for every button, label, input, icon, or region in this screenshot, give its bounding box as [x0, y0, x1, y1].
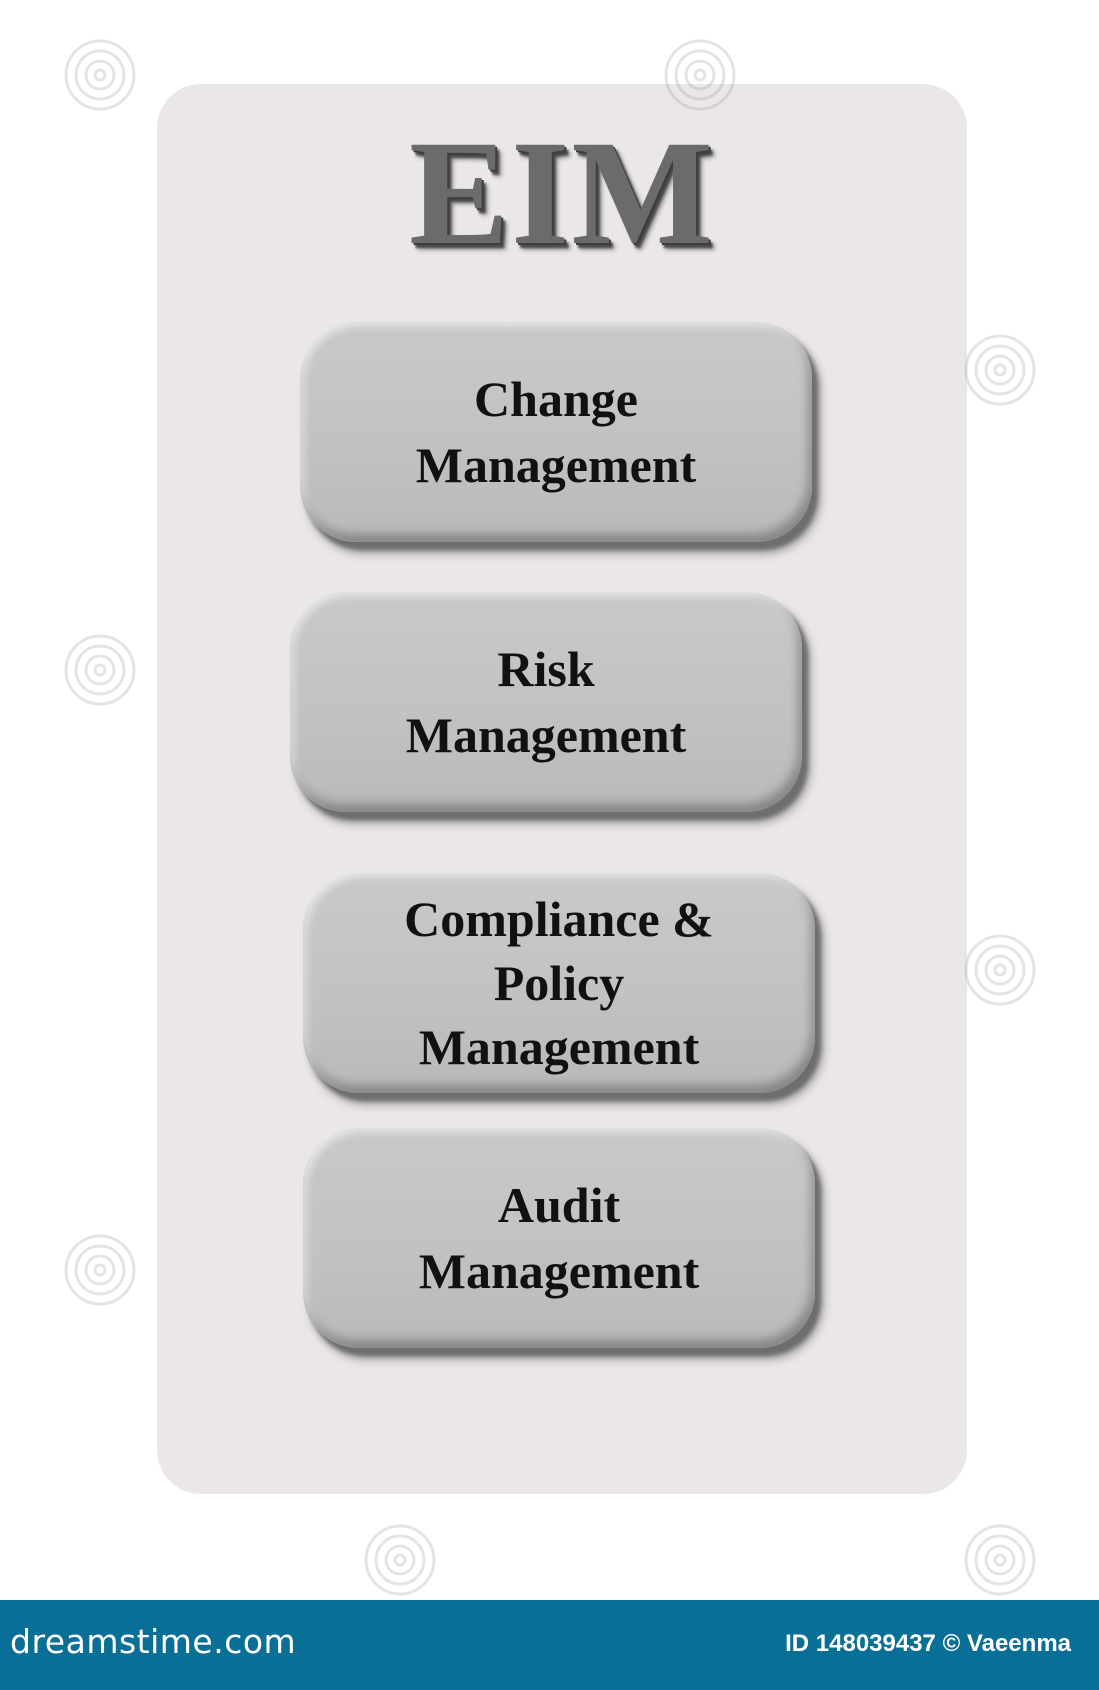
watermark-spiral-icon — [664, 39, 736, 111]
box-label: Risk Management — [405, 641, 687, 763]
change-management-box: Change Management — [300, 322, 812, 542]
watermark-spiral-icon — [964, 1524, 1036, 1596]
watermark-spiral-icon — [64, 1234, 136, 1306]
image-credit: ID 148039437 © Vaeenma — [785, 1630, 1071, 1657]
brand-logo: dreamstime.com — [10, 1622, 297, 1661]
box-label: Change Management — [415, 371, 697, 493]
box-label: Compliance & Policy Management — [404, 891, 714, 1075]
footer-bar: dreamstime.com ID 148039437 © Vaeenma — [0, 1600, 1099, 1690]
watermark-spiral-icon — [364, 1524, 436, 1596]
watermark-spiral-icon — [964, 334, 1036, 406]
watermark-spiral-icon — [64, 39, 136, 111]
audit-management-box: Audit Management — [303, 1128, 815, 1348]
watermark-spiral-icon — [964, 934, 1036, 1006]
watermark-spiral-icon — [64, 634, 136, 706]
risk-management-box: Risk Management — [290, 592, 802, 812]
box-label: Audit Management — [418, 1177, 700, 1299]
diagram-title: EIM — [409, 110, 715, 276]
compliance-policy-management-box: Compliance & Policy Management — [303, 873, 815, 1093]
